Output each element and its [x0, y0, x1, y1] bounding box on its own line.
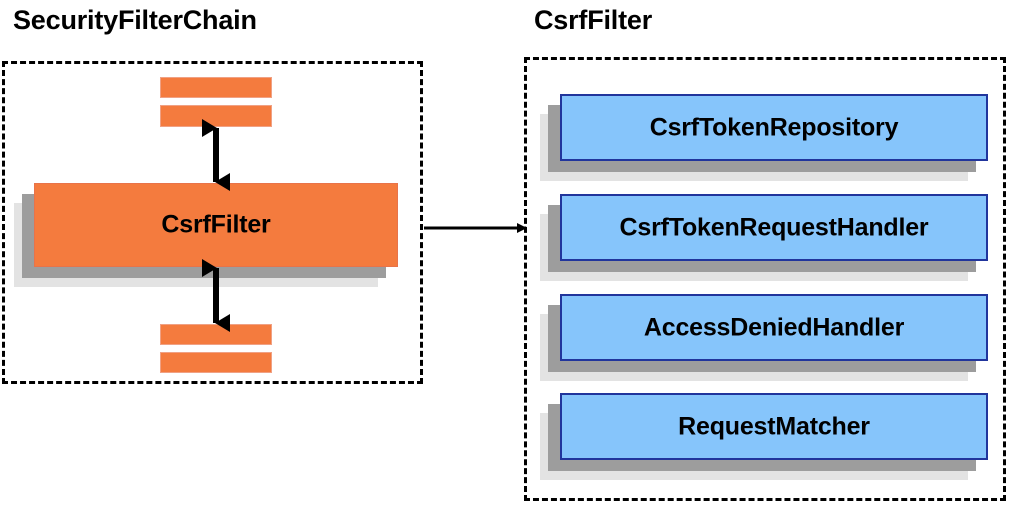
collaborator-card[interactable]: CsrfTokenRepository	[540, 94, 988, 181]
card-label: CsrfTokenRepository	[649, 113, 899, 141]
collaborator-card[interactable]: RequestMatcher	[540, 393, 988, 480]
card-face: CsrfTokenRepository	[560, 94, 988, 161]
card-label: RequestMatcher	[678, 412, 870, 440]
collaborator-card[interactable]: AccessDeniedHandler	[540, 294, 988, 381]
csrf-filter-group-box	[524, 57, 1006, 501]
card-label: CsrfTokenRequestHandler	[619, 213, 929, 241]
filter-bar-bottom-1	[160, 324, 272, 345]
panel-title-csrf-filter: CsrfFilter	[534, 5, 653, 35]
card-label: AccessDeniedHandler	[643, 313, 905, 341]
card-label: CsrfFilter	[161, 210, 271, 239]
csrf-filter-card[interactable]: CsrfFilter	[14, 183, 398, 287]
card-face: CsrfTokenRequestHandler	[560, 194, 988, 261]
filter-bar-bottom-2	[160, 352, 272, 373]
card-face: CsrfFilter	[34, 183, 398, 267]
security-filter-chain-group-box	[2, 61, 423, 384]
filter-bar-top-2	[160, 105, 272, 127]
card-face: RequestMatcher	[560, 393, 988, 460]
filter-bar-top-1	[160, 77, 272, 98]
card-face: AccessDeniedHandler	[560, 294, 988, 361]
panel-title-security-filter-chain: SecurityFilterChain	[13, 5, 257, 35]
collaborator-card[interactable]: CsrfTokenRequestHandler	[540, 194, 988, 281]
